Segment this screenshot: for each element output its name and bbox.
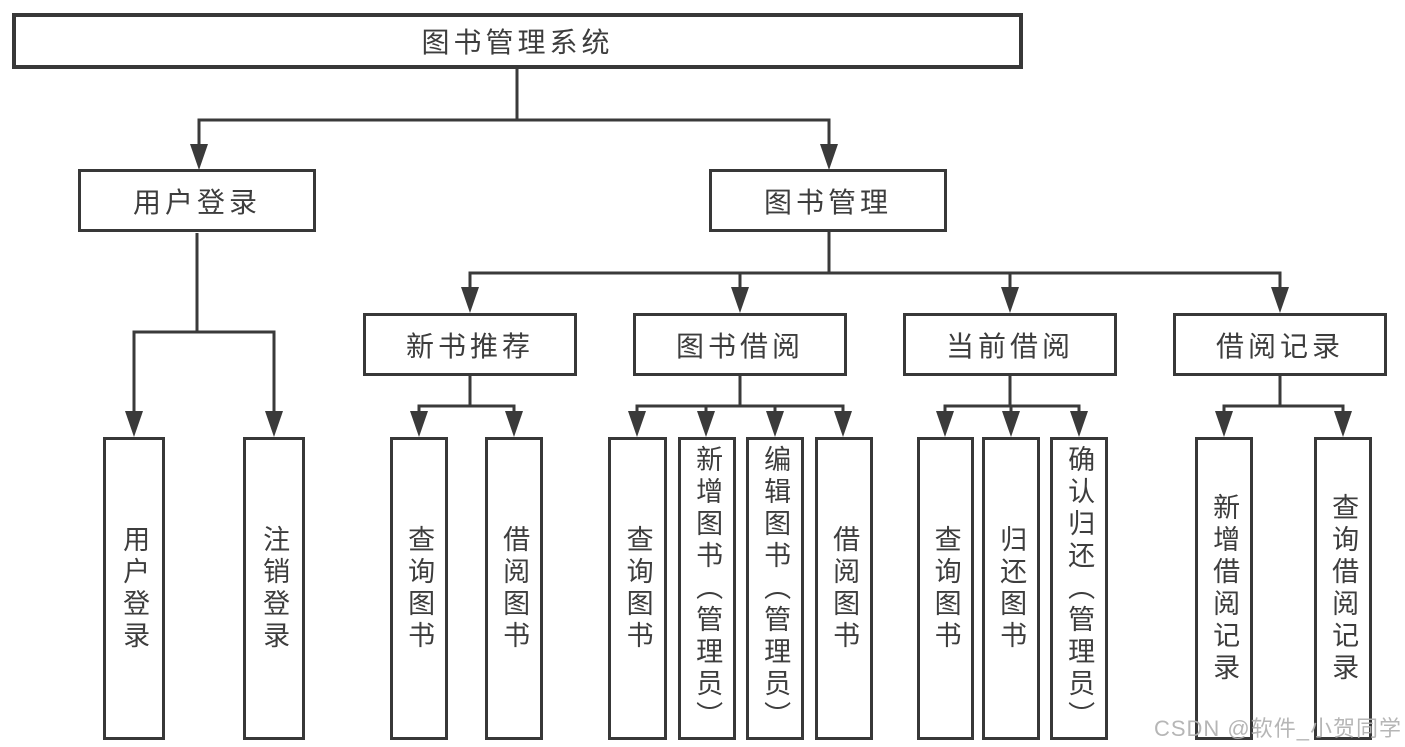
node-book-management: 图书管理 [709,169,947,232]
node-new-book-recommend-label: 新书推荐 [405,330,534,362]
leaf-current-query-book: 查询图书 [917,437,974,740]
leaf-borrow-query-book-label: 查询图书 [622,524,653,653]
leaf-borrow-edit-book-admin-label: 编辑图书（管理员） [760,444,791,733]
node-borrow-records: 借阅记录 [1173,313,1387,376]
node-user-login: 用户登录 [78,169,316,232]
node-borrow-records-label: 借阅记录 [1215,330,1344,362]
leaf-user-login-label: 用户登录 [119,524,150,653]
leaf-current-confirm-return-admin-label: 确认归还（管理员） [1064,444,1095,733]
leaf-user-login: 用户登录 [103,437,165,740]
leaf-current-query-book-label: 查询图书 [930,524,961,653]
leaf-borrow-query-book: 查询图书 [608,437,667,740]
node-book-borrow: 图书借阅 [633,313,847,376]
leaf-current-return-book-label: 归还图书 [996,524,1027,653]
leaf-logout-login-label: 注销登录 [259,524,290,653]
node-user-login-label: 用户登录 [132,186,261,218]
leaf-recommend-query-book-label: 查询图书 [404,524,435,653]
csdn-watermark: CSDN @软件_小贺同学 [1153,716,1402,741]
arrowheads [125,144,1352,437]
leaf-borrow-borrow-book: 借阅图书 [815,437,873,740]
leaf-current-return-book: 归还图书 [982,437,1040,740]
leaf-records-query-record: 查询借阅记录 [1314,437,1372,740]
leaf-recommend-borrow-book-label: 借阅图书 [499,524,530,653]
leaf-borrow-add-book-admin: 新增图书（管理员） [678,437,736,740]
node-current-borrow-label: 当前借阅 [945,330,1074,362]
node-new-book-recommend: 新书推荐 [363,313,577,376]
node-book-management-label: 图书管理 [763,186,892,218]
node-current-borrow: 当前借阅 [903,313,1117,376]
leaf-recommend-borrow-book: 借阅图书 [485,437,543,740]
leaf-logout-login: 注销登录 [243,437,305,740]
node-book-borrow-label: 图书借阅 [675,330,804,362]
leaf-borrow-edit-book-admin: 编辑图书（管理员） [746,437,804,740]
node-root-system: 图书管理系统 [12,13,1023,69]
leaf-recommend-query-book: 查询图书 [390,437,448,740]
leaf-records-query-record-label: 查询借阅记录 [1328,492,1359,685]
leaf-borrow-add-book-admin-label: 新增图书（管理员） [692,444,723,733]
leaf-current-confirm-return-admin: 确认归还（管理员） [1050,437,1108,740]
leaf-records-add-record-label: 新增借阅记录 [1209,492,1240,685]
node-root-system-label: 图书管理系统 [421,27,614,58]
leaf-records-add-record: 新增借阅记录 [1195,437,1253,740]
connector-paths [132,69,1345,413]
leaf-borrow-borrow-book-label: 借阅图书 [829,524,860,653]
